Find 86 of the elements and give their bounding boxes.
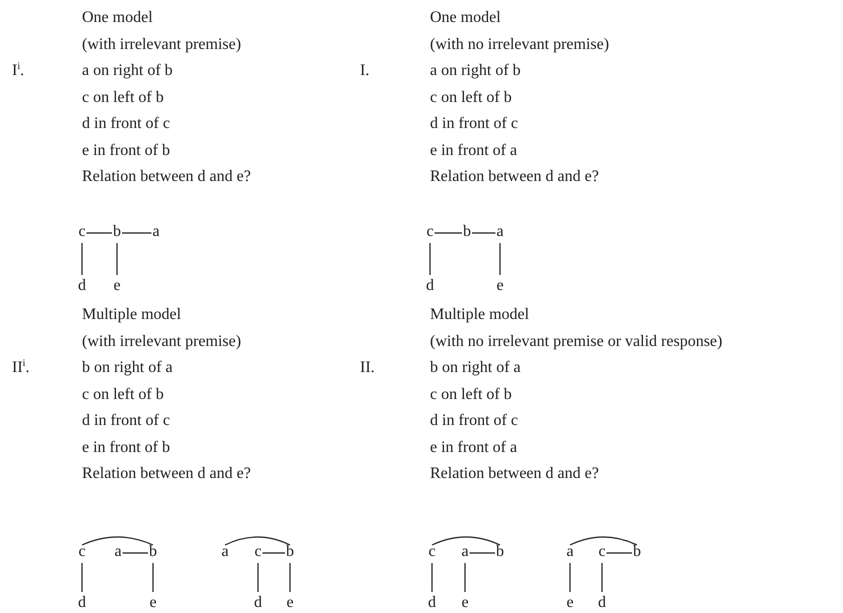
connector-line [116, 243, 118, 275]
panel-number: I. [360, 62, 370, 80]
arc-connector [224, 536, 290, 546]
premise-text: d in front of c [430, 115, 518, 133]
term-letter: c [426, 225, 434, 239]
connector-line [472, 232, 496, 234]
term-letter: c [78, 225, 86, 239]
connector-line [470, 552, 495, 554]
term-letter: b [633, 545, 641, 559]
question-text: Relation between d and e? [82, 168, 251, 186]
model-subheading: (with irrelevant premise) [82, 36, 242, 54]
connector-line [122, 232, 152, 234]
model-heading: One model [82, 9, 153, 27]
connector-line [601, 563, 603, 592]
term-letter: e [496, 279, 504, 293]
model-heading: Multiple model [430, 306, 530, 324]
term-letter: e [286, 596, 294, 610]
premise-text: c on left of b [430, 88, 512, 106]
panel-number: II$^{i}$. [12, 359, 30, 377]
model-subheading: (with no irrelevant premise) [430, 36, 610, 54]
connector-line [499, 243, 501, 275]
connector-line [262, 552, 285, 554]
premise-text: a on right of b [430, 62, 521, 80]
term-letter: b [463, 225, 471, 239]
connector-line [81, 243, 83, 275]
term-letter: a [461, 545, 469, 559]
premise-text: d in front of c [82, 115, 170, 133]
term-letter: d [598, 596, 606, 610]
premise-text: e in front of b [82, 438, 170, 456]
term-letter: d [428, 596, 436, 610]
term-letter: c [428, 545, 436, 559]
model-subheading: (with no irrelevant premise or valid response) [430, 332, 722, 350]
connector-line [152, 563, 154, 592]
term-letter: d [78, 596, 86, 610]
term-letter: a [221, 545, 229, 559]
connector-line [122, 552, 148, 554]
term-letter: d [254, 596, 262, 610]
premise-text: c on left of b [82, 88, 164, 106]
premise-text: b on right of a [82, 359, 173, 377]
term-letter: b [286, 545, 294, 559]
premise-text: e in front of b [82, 142, 170, 160]
term-letter: e [461, 596, 469, 610]
premise-text: c on left of b [430, 386, 512, 404]
premise-text: a on right of b [82, 62, 173, 80]
term-letter: b [149, 545, 157, 559]
term-letter: a [496, 225, 504, 239]
premise-text: e in front of a [430, 438, 518, 456]
connector-line [429, 243, 431, 275]
term-letter: b [113, 225, 121, 239]
term-letter: a [114, 545, 122, 559]
connector-line [289, 563, 291, 592]
term-letter: a [152, 225, 160, 239]
model-heading: Multiple model [82, 306, 182, 324]
question-text: Relation between d and e? [82, 465, 251, 483]
term-letter: e [149, 596, 157, 610]
premise-text: b on right of a [430, 359, 521, 377]
connector-line [434, 232, 462, 234]
arc-connector [82, 536, 154, 546]
connector-line [569, 563, 571, 592]
term-letter: e [113, 279, 121, 293]
panel-number: I$^{i}$. [12, 62, 24, 80]
premise-text: e in front of a [430, 142, 518, 160]
question-text: Relation between d and e? [430, 465, 599, 483]
term-letter: e [566, 596, 574, 610]
premise-text: d in front of c [430, 412, 518, 430]
connector-line [431, 563, 433, 592]
connector-line [606, 552, 632, 554]
term-letter: d [78, 279, 86, 293]
connector-line [81, 563, 83, 592]
premise-text: d in front of c [82, 412, 170, 430]
arc-connector [432, 536, 500, 546]
term-letter: a [566, 545, 574, 559]
term-letter: b [496, 545, 504, 559]
connector-line [86, 232, 112, 234]
term-letter: c [78, 545, 86, 559]
arc-connector [570, 536, 638, 546]
model-heading: One model [430, 9, 501, 27]
term-letter: d [426, 279, 434, 293]
model-subheading: (with irrelevant premise) [82, 332, 242, 350]
panel-number: II. [360, 359, 375, 377]
term-letter: c [598, 545, 606, 559]
connector-line [464, 563, 466, 592]
term-letter: c [254, 545, 262, 559]
connector-line [257, 563, 259, 592]
question-text: Relation between d and e? [430, 168, 599, 186]
premise-text: c on left of b [82, 386, 164, 404]
